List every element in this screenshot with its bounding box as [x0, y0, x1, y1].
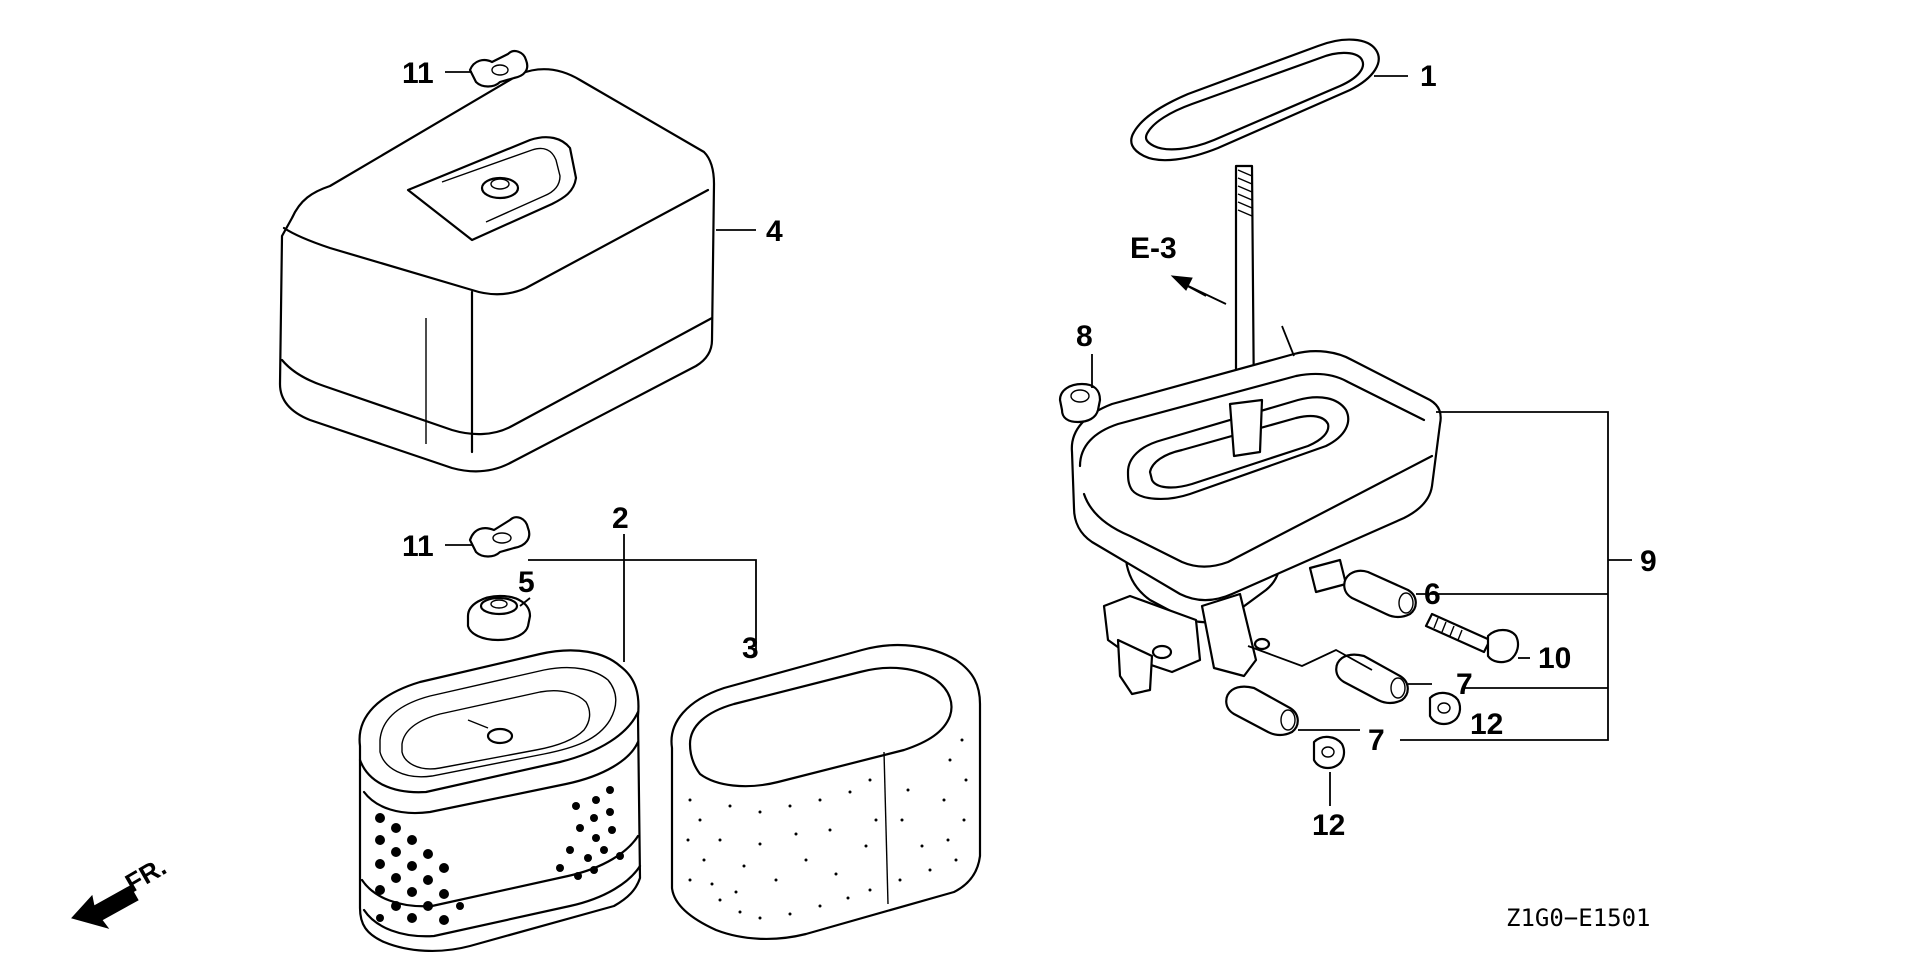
callout-2: 2 [612, 502, 629, 535]
callout-7-upper: 7 [1456, 668, 1473, 701]
callout-4: 4 [766, 215, 783, 248]
callout-3: 3 [742, 632, 759, 665]
wing-nut-lower [468, 516, 531, 558]
nut-12-lower [1312, 735, 1346, 770]
foam-pre-cleaner [670, 644, 982, 941]
callout-numbers: 1 4 11 11 2 5 3 8 9 6 10 7 12 7 12 E-3 [402, 57, 1657, 842]
grommet [466, 594, 532, 642]
pipe-7-upper [1335, 653, 1409, 705]
figure-code: Z1G0−E1501 [1506, 904, 1651, 932]
air-cleaner-cover [278, 68, 716, 473]
callout-11-lower: 11 [402, 530, 434, 563]
pipe-7-lower [1225, 685, 1299, 737]
wing-nut-top [468, 50, 529, 88]
perforations [375, 786, 624, 925]
pipe-6 [1343, 569, 1417, 619]
foam-texture [686, 738, 968, 920]
paper-element [358, 649, 642, 953]
air-cleaner-base [1070, 164, 1442, 696]
callout-12-right: 12 [1470, 708, 1503, 741]
callout-9: 9 [1640, 545, 1657, 578]
callout-1: 1 [1420, 60, 1437, 93]
callout-11-top: 11 [402, 57, 434, 90]
leader-lines [445, 71, 1632, 806]
bolt-10 [1424, 612, 1520, 664]
section-reference: E-3 [1130, 232, 1177, 265]
front-direction-arrow: FR. [71, 851, 171, 929]
collar [1058, 382, 1102, 424]
callout-12-lower: 12 [1312, 809, 1345, 842]
gasket [1130, 38, 1380, 162]
callout-7-lower: 7 [1368, 724, 1385, 757]
nut-12-right [1428, 691, 1462, 726]
callout-5: 5 [518, 566, 535, 599]
section-arrow [1170, 275, 1227, 305]
callout-8: 8 [1076, 320, 1093, 353]
callout-10: 10 [1538, 642, 1571, 675]
callout-6: 6 [1424, 578, 1441, 611]
